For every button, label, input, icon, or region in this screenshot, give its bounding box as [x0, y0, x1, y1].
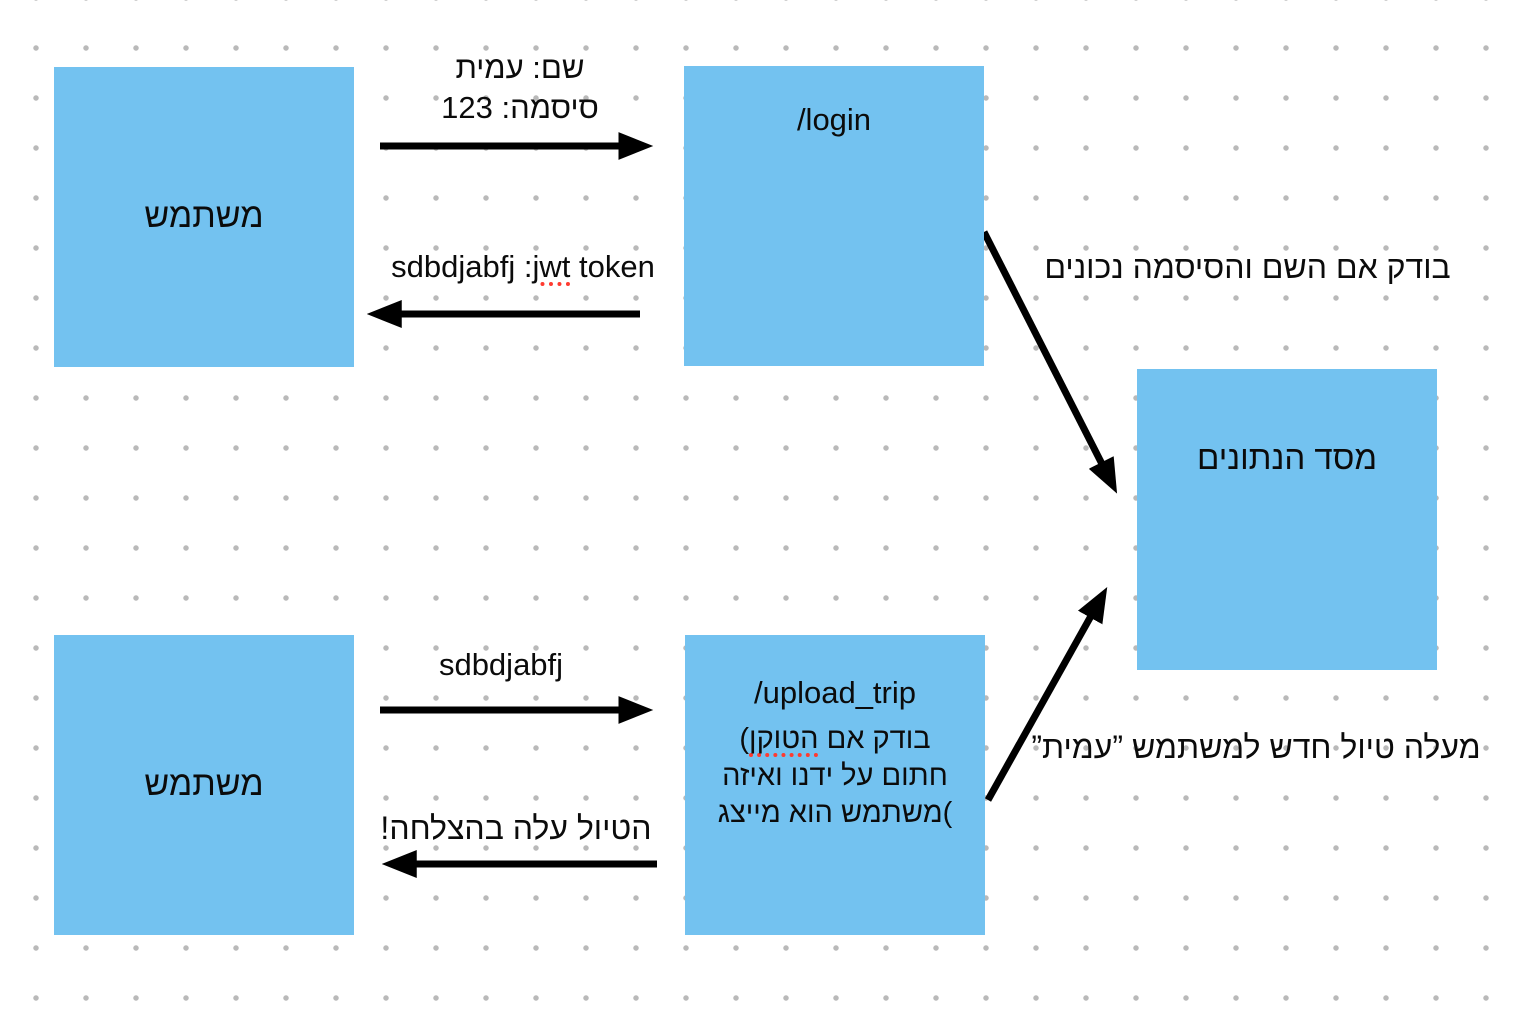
label-login-name: שם: עמית [455, 50, 585, 85]
upload-trip-endpoint-label: /upload_trip [753, 675, 916, 710]
misspelled-word-token: הטוקן [749, 723, 819, 756]
label-upload-new-trip[interactable]: מעלה טיול חדש למשתמש ”עמית” [1031, 729, 1481, 765]
label-login-password: סיסמה: 123 [441, 90, 599, 125]
shape-database[interactable]: מסד הנתונים [1137, 369, 1437, 670]
shape-user-top[interactable]: משתמש [54, 67, 354, 367]
database-label: מסד הנתונים [1196, 439, 1378, 476]
arrow-upload-to-database[interactable] [984, 586, 1108, 802]
label-login-credentials[interactable]: שם: עמית סיסמה: 123 [370, 48, 670, 128]
login-endpoint-label: /login [796, 102, 872, 137]
shape-login-endpoint[interactable]: /login [684, 66, 984, 366]
upload-trip-note: בודק אם הטוקן) חתום על ידנו ואיזה )משתמש… [718, 721, 953, 832]
label-jwt-token-response[interactable]: sdbdjabfj :jwt token [391, 249, 655, 284]
misspelled-word-jwt: jwt [532, 249, 571, 284]
user-top-label: משתמש [144, 197, 264, 236]
user-bottom-label: משתמש [144, 765, 264, 804]
label-upload-token[interactable]: sdbdjabfj [438, 647, 564, 682]
upload-note-line2: חתום על ידנו ואיזה [722, 760, 948, 793]
upload-note-line3: )משתמש הוא מייצג [717, 797, 953, 830]
label-check-credentials[interactable]: בודק אם השם והסיסמה נכונים [1044, 249, 1451, 285]
upload-note-line1: בודק אם הטוקן) [739, 723, 931, 756]
shape-user-bottom[interactable]: משתמש [54, 635, 354, 935]
shape-upload-trip-endpoint[interactable]: /upload_trip בודק אם הטוקן) חתום על ידנו… [685, 635, 985, 935]
label-upload-success[interactable]: הטיול עלה בהצלחה! [380, 810, 652, 846]
